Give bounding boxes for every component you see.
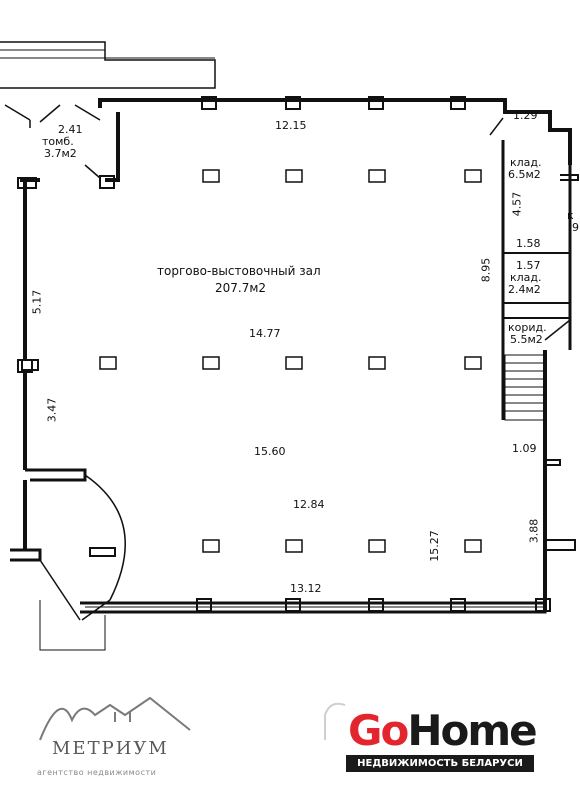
gohome-logo-part1: Go	[348, 706, 409, 755]
balcony-outline	[0, 41, 216, 89]
stairs	[504, 354, 546, 421]
dim-8-95: 8.95	[479, 257, 493, 283]
gohome-logo-icon	[324, 702, 346, 740]
dim-1-29: 1.29	[513, 109, 538, 122]
dim-3-47: 3.47	[45, 397, 59, 423]
corridor-area: 5.5м2	[510, 333, 543, 346]
metrium-logo-icon	[39, 696, 191, 741]
dim-1-57: 1.57	[516, 259, 541, 272]
storage1-area: 6.5м2	[508, 168, 541, 181]
vestibule-door	[4, 104, 31, 128]
dim-15-27: 15.27	[427, 530, 441, 562]
storage2-area: 2.4м2	[508, 283, 541, 296]
dim-1-58: 1.58	[516, 237, 541, 250]
metrium-tagline: агентство недвижимости	[37, 768, 157, 777]
gohome-logo-part2: Home	[407, 706, 537, 755]
cut-room-digit: 9	[572, 221, 579, 234]
vestibule-wall	[105, 112, 120, 182]
storage2-name: клад.	[510, 271, 542, 284]
dim-3-88: 3.88	[527, 518, 541, 544]
entrance-arc	[84, 474, 126, 601]
outer-wall-top	[98, 98, 572, 165]
dim-2-41: 2.41	[58, 123, 83, 136]
columns	[99, 169, 482, 553]
dim-4-57: 4.57	[510, 191, 524, 217]
cut-room-label: к	[567, 209, 574, 222]
gohome-tagline: НЕДВИЖИМОСТЬ БЕЛАРУСИ	[346, 755, 534, 772]
dim-13-12: 13.12	[290, 582, 322, 595]
dim-12-84: 12.84	[293, 498, 325, 511]
dim-1-09: 1.09	[512, 442, 537, 455]
dim-5-17: 5.17	[30, 289, 44, 315]
vestibule-area: 3.7м2	[44, 147, 77, 160]
hall-area: 207.7м2	[215, 281, 267, 295]
dim-14-77: 14.77	[249, 327, 281, 340]
dim-15-60: 15.60	[254, 445, 286, 458]
gohome-logo: GoHome	[348, 706, 538, 755]
corridor-name: корид.	[508, 321, 547, 334]
vestibule-name: томб.	[42, 135, 74, 148]
metrium-logo-text: МЕТРИУМ	[52, 738, 169, 759]
storage1-name: клад.	[510, 156, 542, 169]
dim-12-15: 12.15	[275, 119, 307, 132]
hall-name: торгово-выстовочный зал	[157, 264, 321, 278]
